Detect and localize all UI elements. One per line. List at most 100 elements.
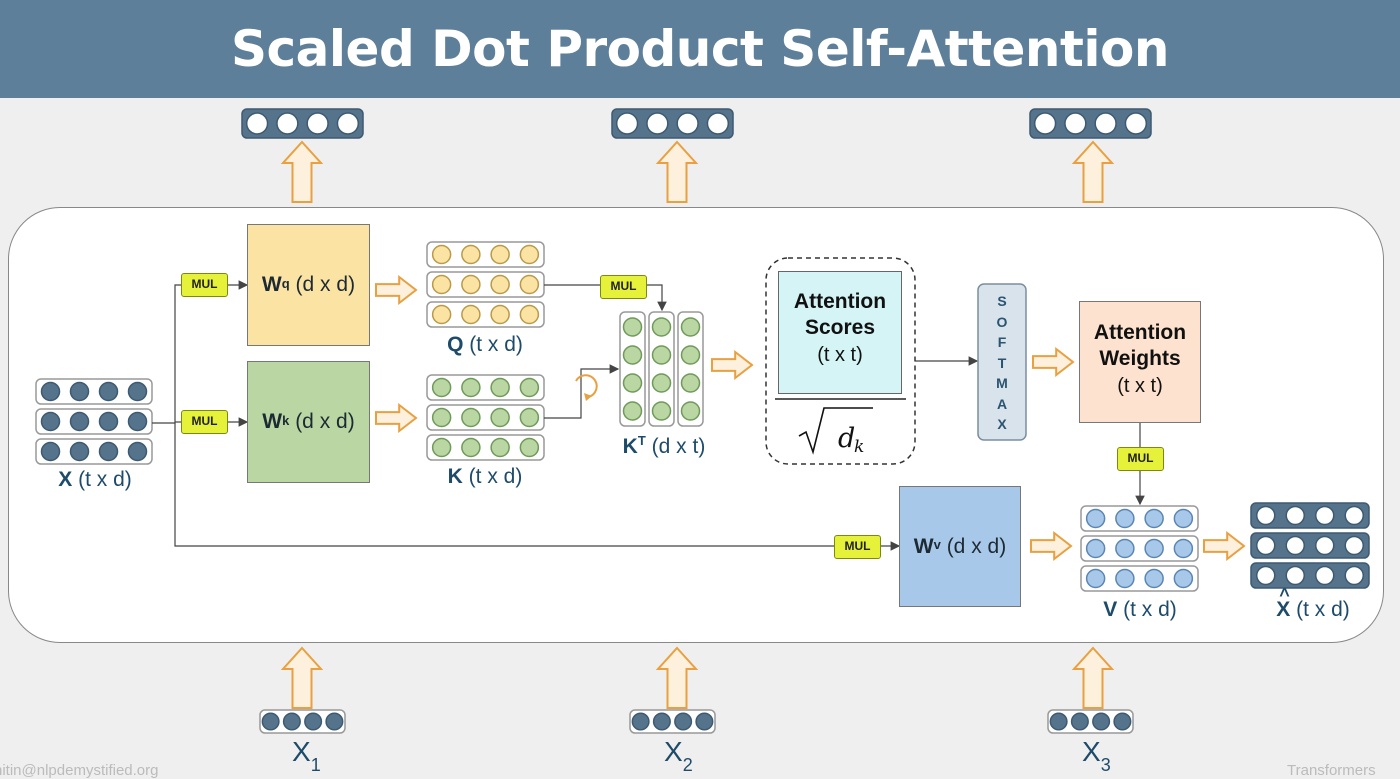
v-caption: V (t x d) — [1103, 598, 1177, 621]
v-matrix-row-node — [1173, 538, 1194, 559]
x-matrix-row-node — [40, 441, 61, 462]
kt-node — [680, 373, 701, 393]
v-matrix-row-node — [1144, 538, 1164, 559]
v-matrix-row-node — [1085, 538, 1106, 559]
mul-badge-k: MUL — [181, 410, 228, 434]
input-vector-2-node — [674, 712, 693, 731]
k-matrix-row-node — [519, 377, 540, 398]
line-k-to-kt — [544, 364, 620, 419]
xhat-matrix-row-node — [1256, 565, 1276, 586]
top-output-vector-3-frame — [1029, 108, 1152, 139]
mul-badge-v: MUL — [834, 535, 881, 559]
xhat-matrix-row-node — [1256, 535, 1276, 556]
kt-node — [622, 317, 643, 337]
xhat-matrix-row-node — [1315, 535, 1335, 556]
x-matrix-row-node — [98, 381, 119, 402]
top-output-vector-2-node — [676, 112, 699, 135]
arrow-wk-to-k — [375, 402, 418, 434]
top-output-vector-2-node — [615, 112, 639, 135]
kt-column — [619, 311, 646, 427]
kt-node — [680, 401, 701, 421]
v-matrix-row-node — [1115, 568, 1135, 589]
x-matrix-row-node — [69, 381, 90, 402]
x-caption: X (t x d) — [58, 468, 132, 491]
kt-node — [680, 317, 701, 337]
attention-scores-frame — [765, 257, 916, 465]
x-matrix-row-node — [98, 411, 119, 432]
x-matrix-row-node — [69, 411, 90, 432]
k-caption: K (t x d) — [447, 465, 523, 488]
q-matrix-row-frame — [426, 301, 545, 328]
input-label-2: X2 — [664, 736, 693, 775]
k-matrix-row-node — [431, 377, 452, 398]
bottom-up-arrow-3 — [1071, 646, 1115, 709]
xhat-matrix-row-node — [1315, 565, 1335, 586]
k-matrix-row-frame — [426, 434, 545, 461]
x-matrix-row-node — [127, 381, 148, 402]
xhat-matrix-row-node — [1285, 565, 1305, 586]
q-matrix-row-node — [461, 244, 481, 265]
arrow-v-to-xhat — [1203, 530, 1246, 562]
q-matrix-row-node — [519, 244, 540, 265]
xhat-matrix-row-frame — [1250, 532, 1370, 559]
top-up-arrow-2 — [655, 140, 699, 203]
attention-scores-box — [778, 271, 902, 394]
q-matrix-row-node — [431, 244, 452, 265]
bottom-up-arrow-2 — [655, 646, 699, 709]
k-matrix-row-node — [461, 407, 481, 428]
q-matrix-row-node — [490, 244, 510, 265]
top-output-vector-1-node — [336, 112, 360, 135]
kt-caption: KT (d x t) — [622, 433, 706, 458]
top-output-vector-2-node — [646, 112, 669, 135]
xhat-matrix-row-node — [1285, 535, 1305, 556]
line-x-to-mul-q — [152, 284, 181, 424]
sqrt-sign — [798, 407, 873, 455]
k-matrix-row-node — [519, 407, 540, 428]
x-matrix-row-frame — [35, 378, 153, 405]
footer-email: nitin@nlpdemystified.org — [0, 762, 159, 779]
v-matrix-row-node — [1144, 508, 1164, 529]
input-vector-2-frame — [629, 709, 716, 734]
top-output-vector-2-node — [706, 112, 730, 135]
footer-topic: Transformers — [1287, 762, 1376, 779]
v-matrix-row-node — [1173, 508, 1194, 529]
v-matrix-row-frame — [1080, 505, 1199, 532]
q-matrix-row-node — [519, 274, 540, 295]
v-matrix-row-frame — [1080, 535, 1199, 562]
v-matrix-row-node — [1115, 538, 1135, 559]
xhat-matrix-row-node — [1256, 505, 1276, 526]
arrow-wq-to-q — [375, 274, 418, 306]
top-output-vector-1-node — [276, 112, 299, 135]
kt-node — [651, 345, 672, 365]
v-matrix-row-node — [1085, 508, 1106, 529]
mul-badge-qk: MUL — [600, 275, 647, 299]
x-matrix-row-frame — [35, 438, 153, 465]
kt-node — [622, 373, 643, 393]
kt-column — [677, 311, 704, 427]
input-vector-3-node — [1113, 712, 1132, 731]
kt-node — [651, 401, 672, 421]
top-up-arrow-3 — [1071, 140, 1115, 203]
arrow-softmax-to-weights — [1032, 346, 1075, 378]
xhat-matrix-row-frame — [1250, 562, 1370, 589]
k-matrix-row-node — [490, 437, 510, 458]
input-vector-3-node — [1049, 712, 1068, 731]
input-vector-1-frame — [259, 709, 346, 734]
top-output-vector-3-node — [1064, 112, 1087, 135]
attention-scores-label: Attention Scores (t x t) — [793, 290, 887, 366]
q-matrix-row-node — [431, 304, 452, 325]
input-vector-3-frame — [1047, 709, 1134, 734]
k-matrix-row-node — [461, 377, 481, 398]
x-matrix-row-frame — [35, 408, 153, 435]
kt-node — [622, 345, 643, 365]
top-output-vector-1-frame — [241, 108, 364, 139]
line-x-to-mul-v — [174, 423, 834, 547]
k-matrix-row-node — [490, 377, 510, 398]
k-matrix-row-frame — [426, 374, 545, 401]
q-matrix-row-node — [519, 304, 540, 325]
